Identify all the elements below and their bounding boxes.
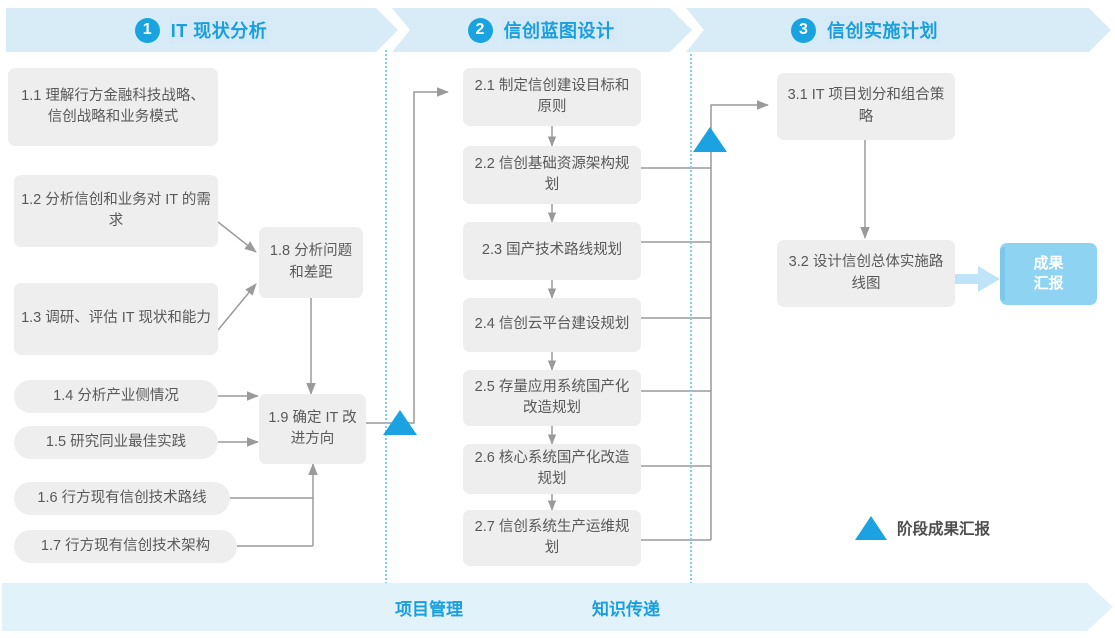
node-2-5-label: 2.5 存量应用系统国产化改造规划 — [474, 378, 630, 416]
node-1-3[interactable]: 1.3 调研、评估 IT 现状和能力 — [14, 283, 218, 355]
footer-item-project-management[interactable]: 项目管理 — [395, 583, 463, 631]
node-1-8-label: 1.8 分析问题和差距 — [269, 243, 353, 281]
node-1-2-label: 1.2 分析信创和业务对 IT 的需求 — [21, 191, 211, 229]
node-2-1-label: 2.1 制定信创建设目标和原则 — [474, 77, 630, 115]
node-3-1[interactable]: 3.1 IT 项目划分和组合策略 — [777, 73, 955, 140]
node-2-7-label: 2.7 信创系统生产运维规划 — [474, 518, 630, 556]
phase-header-2[interactable]: 2 信创蓝图设计 — [392, 8, 692, 52]
milestone-triangle-icon — [855, 516, 887, 540]
milestone-triangle-phase1 — [383, 410, 417, 435]
footer-item-project-management-label: 项目管理 — [395, 599, 463, 619]
footer-band-shape — [2, 583, 1113, 631]
legend-label: 阶段成果汇报 — [897, 521, 991, 538]
wire-1-3-to-1-8 — [217, 283, 257, 331]
wire-1-2-to-1-8 — [217, 221, 257, 253]
phase-title-1: IT 现状分析 — [168, 16, 270, 44]
node-1-1-label: 1.1 理解行方金融科技战略、信创战略和业务模式 — [21, 87, 205, 125]
milestone-triangle-phase2 — [693, 127, 727, 152]
legend: 阶段成果汇报 — [855, 516, 990, 540]
node-2-6[interactable]: 2.6 核心系统国产化改造规划 — [463, 444, 641, 494]
node-1-1[interactable]: 1.1 理解行方金融科技战略、信创战略和业务模式 — [8, 68, 218, 146]
node-1-4[interactable]: 1.4 分析产业侧情况 — [14, 380, 218, 413]
node-2-4[interactable]: 2.4 信创云平台建设规划 — [463, 298, 641, 352]
node-3-2[interactable]: 3.2 设计信创总体实施路线图 — [777, 240, 955, 307]
footer-item-knowledge-transfer[interactable]: 知识传递 — [592, 583, 660, 631]
node-1-4-label: 1.4 分析产业侧情况 — [53, 387, 179, 404]
node-1-6[interactable]: 1.6 行方现有信创技术路线 — [14, 482, 230, 515]
node-1-6-label: 1.6 行方现有信创技术路线 — [37, 489, 207, 506]
node-2-7[interactable]: 2.7 信创系统生产运维规划 — [463, 510, 641, 566]
node-1-7[interactable]: 1.7 行方现有信创技术架构 — [14, 530, 237, 563]
phase-header-1[interactable]: 1 IT 现状分析 — [6, 8, 398, 52]
wire-1-9-to-2-1 — [366, 87, 449, 424]
phase-header-3[interactable]: 3 信创实施计划 — [686, 8, 1111, 52]
node-2-6-label: 2.6 核心系统国产化改造规划 — [474, 449, 630, 487]
wire-bus-to-3-1 — [710, 100, 769, 540]
phase-divider-2 — [690, 50, 692, 584]
result-report-label: 成果 汇报 — [1033, 254, 1064, 292]
footer-band: 项目管理 知识传递 — [2, 583, 1113, 631]
phase-title-3: 信创实施计划 — [825, 16, 940, 44]
node-1-9-label: 1.9 确定 IT 改进方向 — [268, 409, 357, 447]
node-1-2[interactable]: 1.2 分析信创和业务对 IT 的需求 — [14, 175, 218, 247]
node-2-3-label: 2.3 国产技术路线规划 — [481, 242, 623, 259]
node-3-2-label: 3.2 设计信创总体实施路线图 — [788, 254, 944, 292]
phase-number-2: 2 — [467, 17, 493, 43]
node-1-5-label: 1.5 研究同业最佳实践 — [45, 433, 187, 450]
node-1-5[interactable]: 1.5 研究同业最佳实践 — [14, 426, 218, 459]
node-1-7-label: 1.7 行方现有信创技术架构 — [40, 537, 211, 554]
wire-3-2-to-result — [953, 266, 1000, 292]
node-1-3-label: 1.3 调研、评估 IT 现状和能力 — [21, 310, 211, 327]
node-2-1[interactable]: 2.1 制定信创建设目标和原则 — [463, 68, 641, 126]
node-1-9[interactable]: 1.9 确定 IT 改进方向 — [259, 394, 366, 464]
node-3-1-label: 3.1 IT 项目划分和组合策略 — [787, 87, 945, 125]
phase-title-2: 信创蓝图设计 — [501, 16, 617, 44]
node-2-4-label: 2.4 信创云平台建设规划 — [474, 316, 630, 333]
phase-divider-1 — [385, 50, 387, 584]
node-2-2-label: 2.2 信创基础资源架构规划 — [474, 155, 630, 193]
node-2-2[interactable]: 2.2 信创基础资源架构规划 — [463, 146, 641, 204]
footer-item-knowledge-transfer-label: 知识传递 — [592, 599, 660, 619]
node-1-8[interactable]: 1.8 分析问题和差距 — [259, 227, 363, 298]
phase-number-3: 3 — [791, 17, 816, 43]
phase-number-1: 1 — [134, 17, 160, 43]
result-report-box[interactable]: 成果 汇报 — [1000, 243, 1097, 305]
node-2-3[interactable]: 2.3 国产技术路线规划 — [463, 222, 641, 280]
node-2-5[interactable]: 2.5 存量应用系统国产化改造规划 — [463, 370, 641, 426]
